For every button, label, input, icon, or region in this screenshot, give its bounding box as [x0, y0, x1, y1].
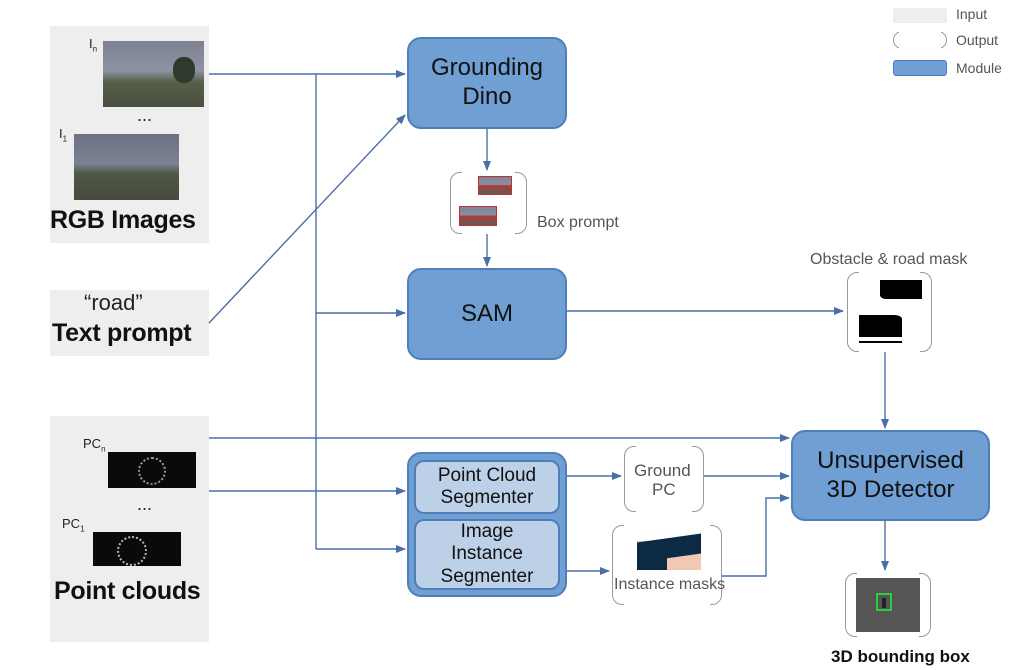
- ground-pc-line1: Ground: [634, 461, 691, 480]
- sam-label: SAM: [460, 299, 513, 327]
- pc-ring-1: [117, 536, 147, 566]
- instance-mask-blue-c: [637, 550, 667, 570]
- instance-mask-image: [637, 528, 701, 570]
- box-prompt-image-2: [459, 206, 497, 226]
- bbox3d-image: [856, 578, 920, 632]
- unsupervised-line2: 3D Detector: [826, 475, 955, 503]
- rgb-images-title: RGB Images: [50, 206, 196, 234]
- legend-input-label: Input: [956, 6, 988, 22]
- edge-masks-to-detector: [722, 494, 790, 577]
- point-cloud-segmenter-module: Point Cloud Segmenter: [414, 460, 560, 514]
- sam-module: SAM: [407, 268, 567, 360]
- ground-pc-gap: [636, 444, 692, 514]
- rgb-label-n: In: [89, 36, 98, 54]
- grounding-dino-line2: Dino: [462, 83, 512, 110]
- pc-dots: ...: [137, 494, 153, 514]
- grounding-dino-module: Grounding Dino: [407, 37, 567, 129]
- legend-output-label: Output: [956, 32, 999, 48]
- text-prompt-quote: “road”: [84, 290, 143, 315]
- mask-road-line: [859, 341, 902, 343]
- legend-module-label: Module: [956, 60, 1002, 76]
- rgb-label-1: I1: [59, 126, 68, 144]
- ground-pc-line2: PC: [652, 480, 676, 499]
- mask-image-2: [859, 315, 902, 337]
- box-prompt-image-1: [478, 176, 512, 195]
- edge-text-to-dino: [208, 114, 406, 324]
- point-clouds-title: Point clouds: [54, 577, 201, 605]
- point-cloud-n: [108, 452, 196, 488]
- legend-output-gap: [899, 30, 941, 51]
- text-prompt-input: “road” Text prompt: [50, 290, 209, 356]
- bbox3d-object: [882, 598, 886, 608]
- unsupervised-line1: Unsupervised: [817, 446, 964, 474]
- instance-masks-label: Instance masks: [614, 576, 726, 593]
- point-cloud-1: [93, 532, 181, 566]
- image-instance-segmenter-module: Image Instance Segmenter: [414, 519, 560, 590]
- rgb-image-n: [103, 41, 204, 107]
- mask-image-1: [880, 280, 922, 299]
- rgb-image-1: [74, 134, 179, 200]
- bbox3d-label: 3D bounding box: [831, 647, 970, 666]
- mask-label: Obstacle & road mask: [810, 251, 968, 268]
- text-prompt-title: Text prompt: [52, 319, 192, 347]
- pc-ring-n: [138, 457, 166, 485]
- grounding-dino-line1: Grounding: [430, 54, 544, 82]
- tree-n: [173, 57, 195, 83]
- pc-label-n: PCn: [83, 436, 106, 454]
- unsupervised-3d-detector-module: Unsupervised 3D Detector: [791, 430, 990, 521]
- rgb-images-input: In ... I1 RGB Images: [50, 26, 209, 243]
- rgb-dots: ...: [137, 105, 153, 125]
- point-clouds-input: PCn ... PC1 Point clouds: [50, 416, 209, 642]
- legend-input-swatch: [893, 8, 947, 23]
- legend-module-swatch: [893, 60, 947, 76]
- bbox3d-green-box: [876, 593, 892, 611]
- pc-label-1: PC1: [62, 516, 85, 534]
- box-prompt-label: Box prompt: [537, 214, 619, 231]
